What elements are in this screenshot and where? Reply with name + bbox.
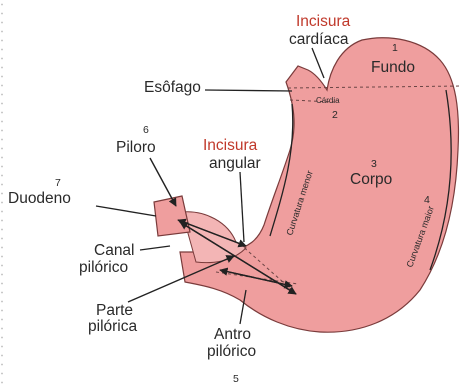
corpo-label: Corpo — [350, 171, 392, 188]
parte-pilorica-label: Parte — [96, 302, 133, 319]
stomach-shape — [180, 38, 458, 332]
duodeno-label: Duodeno — [8, 190, 71, 207]
antro-pilorico-label: Antro — [214, 326, 251, 343]
canal-pilorico-leader — [140, 246, 170, 250]
piloro-label: Piloro — [116, 139, 156, 156]
duodeno-leader — [96, 206, 156, 216]
incisura-angular-label-2: angular — [209, 155, 261, 172]
duodeno-number: 7 — [55, 177, 61, 189]
piloro-arrow — [150, 158, 176, 206]
antro-number: 5 — [233, 373, 239, 385]
fundo-number: 1 — [392, 42, 398, 54]
incisura-angular-label: Incisura — [203, 137, 258, 154]
duodenum-shape — [154, 196, 190, 236]
edge-dots — [1, 0, 3, 385]
curvatura-maior-number: 4 — [424, 194, 430, 206]
fundo-label: Fundo — [371, 59, 415, 76]
piloro-number: 6 — [143, 124, 149, 136]
incisura-angular-leader — [240, 172, 244, 242]
parte-pilorica-label-2: pilórica — [88, 318, 137, 335]
cardia-number: 2 — [332, 109, 338, 121]
corpo-number: 3 — [371, 158, 377, 170]
esofago-label: Esôfago — [144, 79, 201, 96]
incisura-cardiaca-label: Incisura — [296, 13, 351, 30]
antro-pilorico-label-2: pilórico — [207, 343, 256, 360]
canal-pilorico-label-2: pilórico — [79, 259, 128, 276]
incisura-cardiaca-label-2: cardíaca — [289, 31, 349, 48]
cardia-label: Cárdia — [316, 96, 340, 105]
esofago-leader — [205, 90, 292, 91]
canal-pilorico-label: Canal — [94, 242, 135, 259]
